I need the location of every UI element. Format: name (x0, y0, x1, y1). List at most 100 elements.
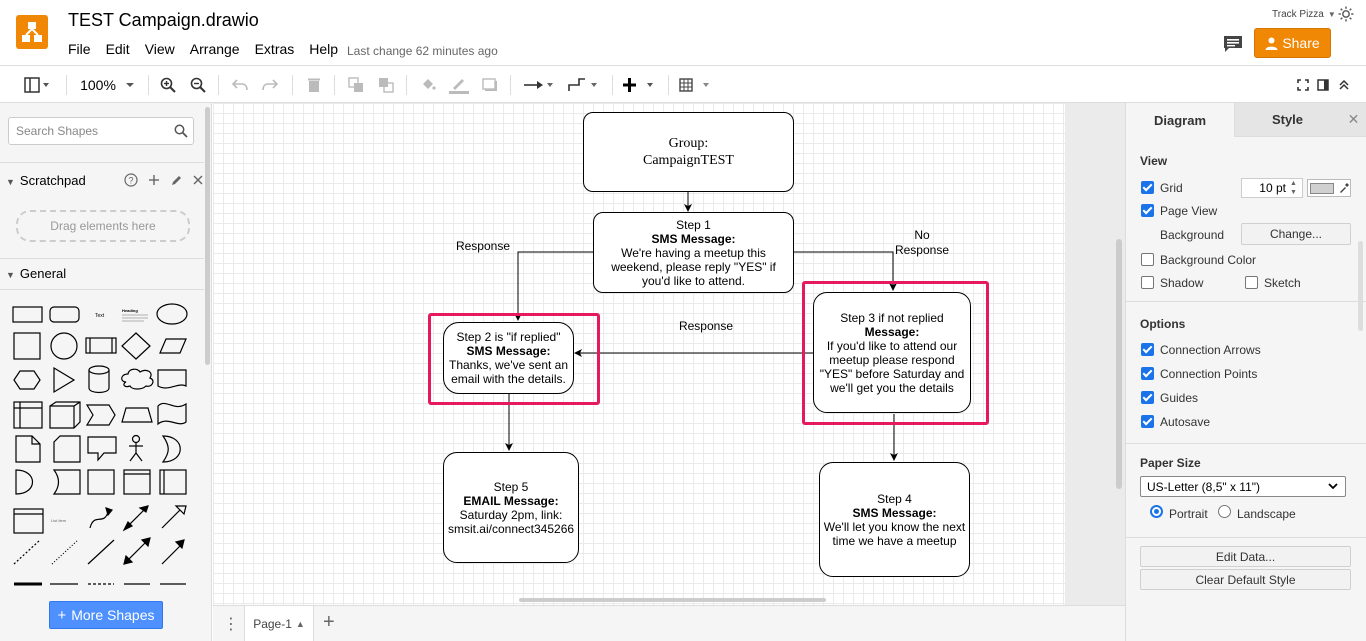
background-color-checkbox[interactable] (1141, 253, 1154, 266)
diagram-page[interactable]: Group: CampaignTEST Step 1 SMS Message: … (213, 103, 1065, 605)
shadow-checkbox[interactable] (1141, 276, 1154, 289)
add-page-button[interactable]: + (323, 611, 335, 633)
options-heading: Options (1140, 317, 1186, 331)
edge-label-no[interactable]: No (914, 228, 930, 242)
close-icon[interactable] (192, 173, 204, 187)
card-shape (53, 435, 81, 463)
insert-button[interactable] (622, 66, 658, 103)
drawio-logo[interactable] (16, 15, 48, 49)
general-header[interactable]: ▼General (6, 266, 66, 281)
user-menu[interactable]: Track Pizza▼ (1272, 9, 1336, 20)
edit-icon[interactable] (170, 173, 182, 187)
group-node-line1: Group: (668, 136, 709, 151)
format-panel-scrollbar[interactable] (1358, 241, 1363, 331)
step4-title: Step 4 (877, 491, 912, 506)
table-button[interactable] (678, 66, 714, 103)
menu-view[interactable]: View (144, 41, 175, 57)
step2-node[interactable]: Step 2 is "if replied" SMS Message: Than… (443, 322, 574, 394)
fullscreen-button[interactable] (1294, 66, 1312, 103)
pages-menu-icon[interactable]: ⋮ (223, 616, 239, 633)
document-title[interactable]: TEST Campaign.drawio (68, 10, 259, 30)
comments-icon[interactable] (1223, 35, 1243, 53)
portrait-radio[interactable] (1150, 505, 1163, 518)
list-item-shape: List Item (51, 518, 67, 523)
connection-style-button[interactable] (522, 66, 556, 103)
redo-button[interactable] (260, 66, 280, 103)
shape-palette[interactable]: Text Heading List Item (8, 300, 198, 600)
menu-edit[interactable]: Edit (105, 41, 130, 57)
menu-extras[interactable]: Extras (254, 41, 295, 57)
tab-style[interactable]: Style (1234, 103, 1340, 137)
page-view-checkbox[interactable] (1141, 204, 1154, 217)
step5-node[interactable]: Step 5 EMAIL Message: Saturday 2pm, link… (443, 452, 579, 563)
help-icon[interactable]: ? (124, 173, 138, 187)
guides-checkbox[interactable] (1141, 391, 1154, 404)
to-front-button[interactable] (346, 66, 366, 103)
canvas-vertical-scrollbar[interactable] (1116, 239, 1122, 489)
undo-button[interactable] (230, 66, 250, 103)
connection-points-checkbox[interactable] (1141, 367, 1154, 380)
edge-label-response-right[interactable]: Response (894, 243, 950, 257)
background-color-label: Background Color (1160, 253, 1257, 267)
chevron-up-icon[interactable]: ▲ (295, 618, 305, 629)
menu-file[interactable]: File (68, 41, 91, 57)
delete-button[interactable] (304, 66, 324, 103)
to-back-button[interactable] (376, 66, 396, 103)
line-color-button[interactable] (448, 66, 470, 103)
share-button[interactable]: Share (1254, 28, 1331, 58)
fill-color-button[interactable] (418, 66, 438, 103)
add-icon[interactable] (148, 173, 160, 187)
grid-checkbox[interactable] (1141, 181, 1154, 194)
step4-node[interactable]: Step 4 SMS Message: We'll let you know t… (819, 462, 970, 577)
grid-size-stepper[interactable]: ▲▼ (1290, 180, 1297, 196)
scratchpad-header[interactable]: ▼Scratchpad (6, 173, 86, 188)
sidebar-scrollbar[interactable] (204, 103, 211, 641)
step3-node[interactable]: Step 3 if not replied Message: If you'd … (813, 292, 971, 413)
close-icon[interactable]: ✕ (1340, 103, 1366, 137)
scratchpad-drop-zone[interactable]: Drag elements here (16, 210, 190, 242)
canvas-horizontal-scrollbar[interactable] (519, 598, 826, 602)
triangle-shape (53, 366, 76, 394)
collapse-toolbar-button[interactable] (1335, 66, 1353, 103)
edit-data-button[interactable]: Edit Data... (1140, 546, 1351, 567)
zoom-out-button[interactable] (188, 66, 208, 103)
menu-arrange[interactable]: Arrange (189, 41, 240, 57)
landscape-radio[interactable] (1218, 505, 1231, 518)
search-icon[interactable] (174, 124, 188, 138)
paper-size-select[interactable]: US-Letter (8,5" x 11") (1140, 476, 1346, 497)
step1-bold: SMS Message: (651, 231, 736, 246)
step4-body: We'll let you know the next time we have… (823, 519, 966, 548)
step1-node[interactable]: Step 1 SMS Message: We're having a meetu… (593, 212, 794, 293)
zoom-in-button[interactable] (158, 66, 178, 103)
connection-arrows-checkbox[interactable] (1141, 343, 1154, 356)
format-toggle-button[interactable] (1314, 66, 1332, 103)
search-shapes-input[interactable]: Search Shapes (8, 117, 194, 145)
page-tab[interactable]: Page-1 ▲ (244, 606, 314, 641)
grid-size-input[interactable]: 10 pt (1241, 178, 1303, 198)
shadow-button[interactable] (480, 66, 500, 103)
menu-help[interactable]: Help (309, 41, 339, 57)
to-front-icon (348, 76, 363, 92)
grid-color-button[interactable] (1307, 179, 1351, 197)
tab-diagram[interactable]: Diagram (1126, 103, 1234, 137)
autosave-checkbox[interactable] (1141, 415, 1154, 428)
format-panel-button[interactable] (20, 66, 54, 103)
theme-icon[interactable] (1338, 6, 1354, 22)
more-shapes-button[interactable]: +More Shapes (49, 601, 163, 629)
zoom-select[interactable]: 100% (78, 66, 138, 103)
insert-icon (623, 77, 653, 92)
chevron-down-icon (125, 82, 134, 87)
waypoints-button[interactable] (566, 66, 600, 103)
edge-label-response-left[interactable]: Response (455, 239, 511, 253)
share-label: Share (1282, 35, 1320, 51)
group-node[interactable]: Group: CampaignTEST (583, 112, 794, 192)
last-change-status[interactable]: Last change 62 minutes ago (347, 44, 498, 58)
square-shape-2 (87, 469, 115, 495)
sketch-checkbox[interactable] (1245, 276, 1258, 289)
autosave-label: Autosave (1160, 415, 1211, 429)
clear-default-style-button[interactable]: Clear Default Style (1140, 569, 1351, 590)
change-background-button[interactable]: Change... (1241, 223, 1351, 245)
connector-step1-step3 (793, 251, 897, 291)
edge-label-response-mid[interactable]: Response (678, 319, 734, 333)
diagram-canvas[interactable]: Group: CampaignTEST Step 1 SMS Message: … (213, 103, 1125, 605)
